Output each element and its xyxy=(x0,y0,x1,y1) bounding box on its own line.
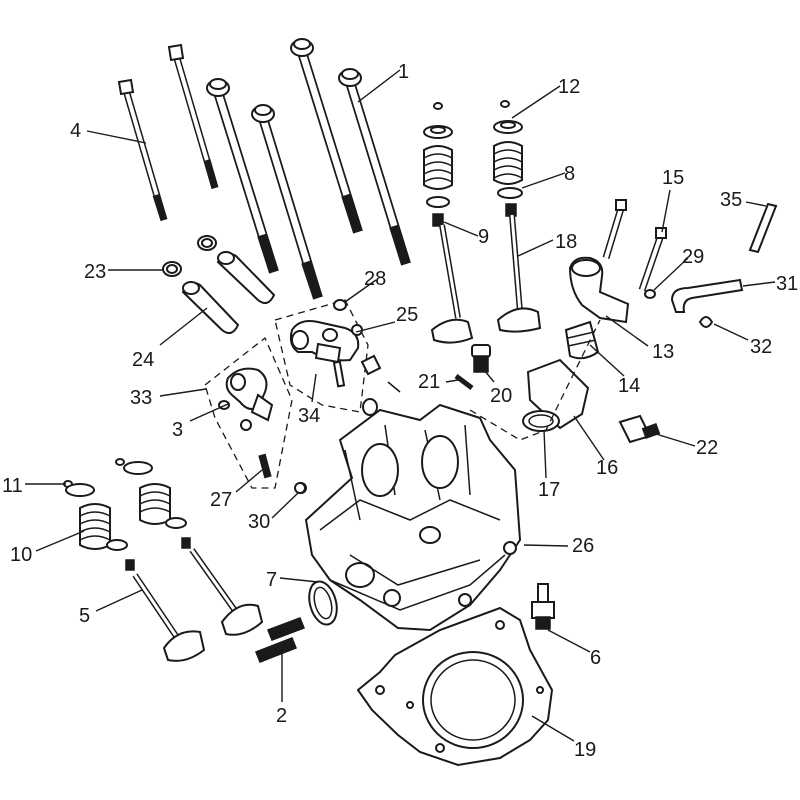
pushrod-tubes xyxy=(162,235,276,335)
callout-numbers: 1 2 3 4 5 6 7 8 9 10 11 12 13 14 15 16 1… xyxy=(2,61,798,761)
cylinder-head xyxy=(304,403,522,632)
rocker-assembly-lower xyxy=(204,336,307,494)
callout-5: 5 xyxy=(79,605,90,627)
callout-14: 14 xyxy=(618,375,640,397)
studs xyxy=(255,617,305,663)
head-gasket xyxy=(356,606,554,767)
callout-22: 22 xyxy=(696,437,718,459)
callout-17: 17 xyxy=(538,479,560,501)
intake-seal xyxy=(308,580,338,626)
thermostat-components xyxy=(454,256,661,444)
callout-28: 28 xyxy=(364,268,386,290)
spark-plug xyxy=(531,583,555,630)
callout-6: 6 xyxy=(590,647,601,669)
callout-26: 26 xyxy=(572,535,594,557)
callout-8: 8 xyxy=(564,163,575,185)
callout-18: 18 xyxy=(555,231,577,253)
head-bolt xyxy=(206,78,279,274)
head-bolt xyxy=(167,43,219,189)
head-bolt xyxy=(290,38,363,234)
callout-10: 10 xyxy=(10,544,32,566)
callout-15: 15 xyxy=(662,167,684,189)
callout-9: 9 xyxy=(478,226,489,248)
callout-16: 16 xyxy=(596,457,618,479)
callout-33: 33 xyxy=(130,387,152,409)
upper-right-fittings xyxy=(602,199,778,328)
callout-2: 2 xyxy=(276,705,287,727)
callout-11: 11 xyxy=(2,475,23,497)
callout-12: 12 xyxy=(558,76,580,98)
callout-21: 21 xyxy=(418,371,440,393)
callout-13: 13 xyxy=(652,341,674,363)
callout-30: 30 xyxy=(248,511,270,533)
head-bolt xyxy=(117,78,168,222)
callout-4: 4 xyxy=(70,120,81,142)
callout-7: 7 xyxy=(266,569,277,591)
head-bolt xyxy=(338,68,411,266)
callout-3: 3 xyxy=(172,419,183,441)
lower-valve-train xyxy=(63,458,264,662)
upper-valve-train xyxy=(423,100,542,344)
dowel-pin xyxy=(294,482,306,494)
callout-35: 35 xyxy=(720,189,742,211)
head-bolts xyxy=(117,38,411,300)
callout-1: 1 xyxy=(398,61,409,83)
callout-27: 27 xyxy=(210,489,232,511)
callout-19: 19 xyxy=(574,739,596,761)
callout-31: 31 xyxy=(776,273,798,295)
callout-23: 23 xyxy=(84,261,106,283)
head-bolt xyxy=(251,104,323,300)
callout-34: 34 xyxy=(298,405,320,427)
callout-32: 32 xyxy=(750,336,772,358)
callout-25: 25 xyxy=(396,304,418,326)
leader-lines xyxy=(25,69,776,742)
callout-29: 29 xyxy=(682,246,704,268)
callout-24: 24 xyxy=(132,349,154,371)
rocker-assembly-upper xyxy=(274,299,401,416)
callout-20: 20 xyxy=(490,385,512,407)
